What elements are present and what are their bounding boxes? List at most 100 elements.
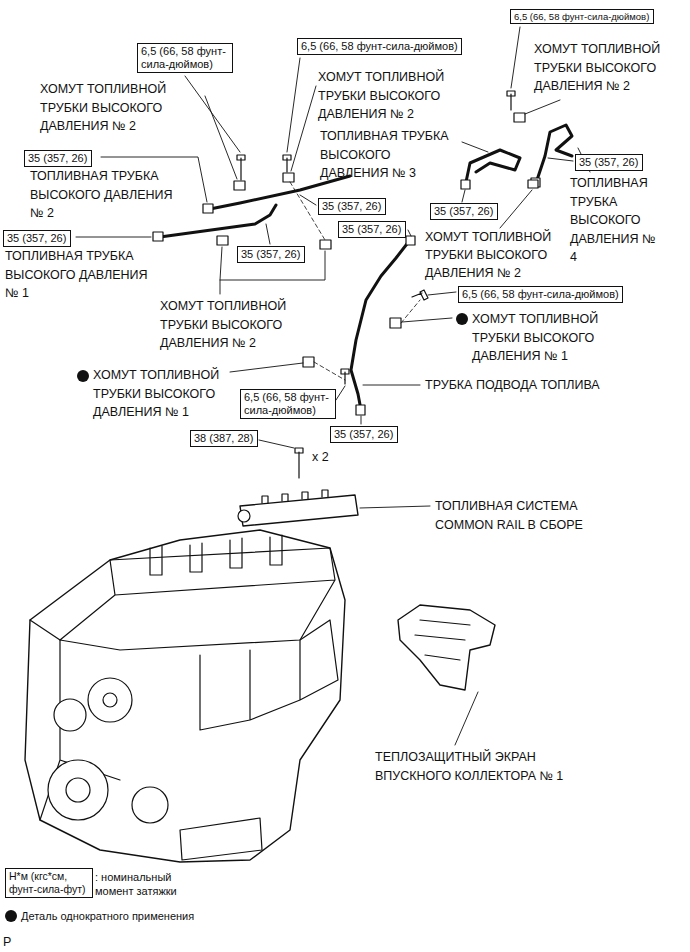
idler-pulley: [54, 699, 86, 731]
torque-box: 6,5 (66, 58 фунт-сила-дюймов): [297, 38, 462, 55]
leader-line: [525, 100, 560, 114]
fuel-pipe: [466, 150, 520, 182]
cylinder-head: [60, 548, 335, 650]
torque-value: 35 (357, 26): [579, 156, 639, 169]
torque-box: 35 (357, 26): [24, 150, 92, 167]
part-label: ТОПЛИВНАЯ ТРУБКА ВЫСОКОГО ДАВЛЕНИЯ № 1: [5, 247, 150, 303]
idler-pulley: [88, 678, 132, 722]
leader-line: [205, 96, 237, 179]
bolt: [341, 369, 349, 384]
leader-line: [428, 292, 456, 295]
torque-value: 6,5 (66, 58 фунт-сила-дюймов): [301, 40, 458, 53]
fuel-pipe: [160, 205, 276, 237]
bolt: [283, 155, 291, 172]
heat-shield: [398, 605, 495, 690]
torque-value: 35 (357, 26): [342, 223, 402, 236]
pipe-clamp: [528, 180, 538, 188]
legend-text: : номинальный момент затяжки: [95, 870, 205, 898]
leader-line: [462, 142, 488, 152]
pipe-clamp: [283, 173, 294, 182]
fuel-feed-pipe: [351, 240, 410, 410]
part-label: ТОПЛИВНАЯ ТРУБКА ВЫСОКОГО ДАВЛЕНИЯ № 3: [320, 127, 460, 183]
part-label: ХОМУТ ТОПЛИВНОЙ ТРУБКИ ВЫСОКОГО ДАВЛЕНИЯ…: [534, 40, 674, 96]
torque-box: 35 (357, 26): [430, 203, 498, 220]
pipe-clamp: [320, 240, 331, 249]
part-label: x 2: [312, 448, 352, 467]
torque-box: 6,5 (66, 58 фунт-сила-дюймов): [458, 286, 623, 303]
leader-line: [548, 158, 573, 161]
pipe-nut: [461, 180, 470, 189]
torque-value: 35 (357, 26): [241, 248, 301, 261]
crank-pulley: [66, 778, 90, 802]
single-use-mark: [456, 313, 468, 325]
torque-value: 6,5 (66, 58 фунт-сила-дюймов): [244, 391, 332, 417]
leader-line: [220, 247, 325, 294]
part-label: ТОПЛИВНАЯ ТРУБКА ВЫСОКОГО ДАВЛЕНИЯ № 2: [30, 167, 175, 223]
torque-value: 6,5 (66, 58 фунт-сила-дюймов): [141, 45, 229, 71]
leader-line: [76, 237, 151, 238]
part-label: ХОМУТ ТОПЛИВНОЙ ТРУБКИ ВЫСОКОГО ДАВЛЕНИЯ…: [40, 80, 185, 136]
pipe-clamp: [217, 236, 228, 245]
guide-line: [290, 182, 420, 380]
torque-box: 6,5 (66, 58 фунт-сила-дюймов): [240, 389, 336, 419]
common-rail: [240, 495, 358, 526]
leader-line: [361, 416, 362, 424]
torque-box: 35 (357, 26): [575, 154, 643, 171]
leader-line: [402, 318, 452, 322]
leader-line: [266, 224, 270, 244]
part-label: ТЕПЛОЗАЩИТНЫЙ ЭКРАН ВПУСКНОГО КОЛЛЕКТОРА…: [375, 748, 605, 785]
torque-value: 6,5 (66, 58 фунт-сила-дюймов): [462, 288, 619, 301]
fuel-pipe: [537, 125, 572, 180]
idler-pulley: [132, 787, 168, 823]
pipe-nut: [406, 236, 415, 245]
oil-pan: [180, 818, 262, 860]
leader-line: [291, 86, 316, 171]
torque-box: 6,5 (66, 58 фунт-сила-дюймов): [137, 43, 233, 73]
legend-sample-box: Н*м (кгс*см, фунт-сила-фут): [5, 868, 93, 898]
torque-value: Н*м (кгс*см, фунт-сила-фут): [9, 870, 89, 896]
pipe-nut: [153, 232, 163, 241]
leader-line: [462, 190, 465, 202]
pipe-nut: [356, 405, 365, 415]
torque-value: 35 (357, 26): [7, 232, 67, 245]
torque-box: 35 (357, 26): [318, 198, 386, 215]
bolt: [507, 91, 515, 110]
torque-value: 38 (387, 28): [194, 432, 254, 445]
part-label: ХОМУТ ТОПЛИВНОЙ ТРУБКИ ВЫСОКОГО ДАВЛЕНИЯ…: [425, 228, 570, 282]
engine-block: [25, 530, 345, 862]
part-label: ТОПЛИВНАЯ ТРУБКА ВЫСОКОГО ДАВЛЕНИЯ № 4: [570, 174, 665, 267]
torque-box: 35 (357, 26): [338, 221, 406, 238]
torque-value: 35 (357, 26): [434, 205, 494, 218]
single-use-mark: [77, 370, 89, 382]
torque-box: 35 (357, 26): [3, 230, 71, 247]
leader-line: [511, 27, 520, 88]
torque-value: 35 (357, 26): [322, 200, 382, 213]
pipe-clamp: [234, 181, 245, 190]
bolt: [295, 448, 303, 478]
part-label: ТОПЛИВНАЯ СИСТЕМА COMMON RAIL В СБОРЕ: [435, 497, 605, 534]
heat-shield-rib: [415, 620, 470, 660]
leader-line: [363, 385, 420, 386]
part-label: P: [3, 933, 23, 952]
bolt: [412, 290, 428, 300]
torque-box: 6,5 (66, 58 фунт-сила-дюймов): [510, 9, 654, 24]
pipe-clamp: [390, 318, 401, 328]
part-label: ХОМУТ ТОПЛИВНОЙ ТРУБКИ ВЫСОКОГО ДАВЛЕНИЯ…: [318, 68, 463, 124]
common-rail-end: [238, 510, 250, 522]
legend-text: Деталь однократного применения: [21, 909, 321, 923]
leader-line: [336, 386, 345, 400]
intake-manifold: [200, 620, 338, 730]
crank-pulley: [48, 760, 108, 820]
idler-pulley: [103, 693, 117, 707]
leader-line: [455, 692, 478, 745]
torque-value: 35 (357, 26): [334, 428, 394, 441]
part-label: ХОМУТ ТОПЛИВНОЙ ТРУБКИ ВЫСОКОГО ДАВЛЕНИЯ…: [93, 366, 238, 422]
leader-line: [230, 363, 303, 372]
torque-value: 6,5 (66, 58 фунт-сила-дюймов): [514, 11, 650, 22]
part-label: ТРУБКА ПОДВОДА ТОПЛИВА: [425, 376, 645, 395]
pipe-clamp: [303, 357, 314, 367]
leader-line: [185, 76, 240, 152]
common-rail-port: [262, 490, 328, 503]
injector: [150, 535, 282, 575]
